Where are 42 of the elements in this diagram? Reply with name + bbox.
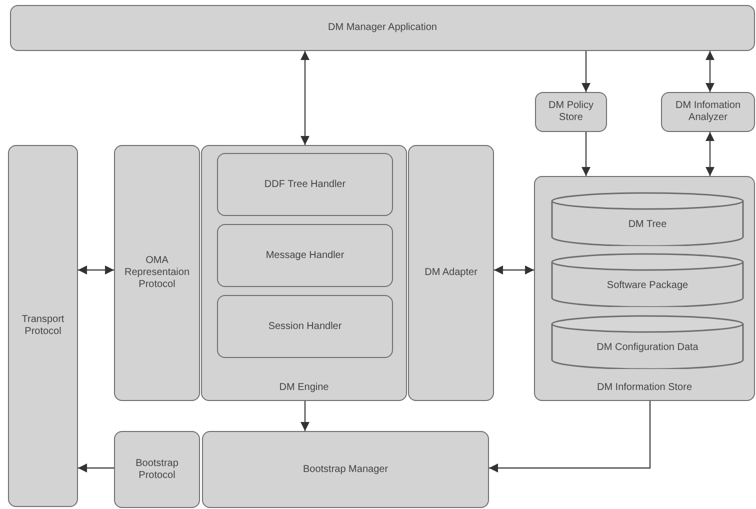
node-label: Session Handler bbox=[267, 320, 343, 332]
database-cylinder bbox=[551, 192, 744, 246]
component-box bbox=[202, 431, 489, 508]
node-label: DM Adapter bbox=[424, 267, 478, 279]
arrow bbox=[300, 401, 310, 431]
node-label: DM Engine bbox=[278, 382, 330, 394]
node-label: DM Information Store bbox=[596, 382, 694, 394]
database-cylinder bbox=[551, 253, 744, 307]
arrow bbox=[78, 464, 114, 472]
node-label: Bootstrap Manager bbox=[302, 464, 390, 476]
node-label: DM Policy Store bbox=[547, 100, 594, 124]
node-label: DM Manager Application bbox=[327, 22, 438, 34]
component-box bbox=[217, 295, 393, 358]
component-box bbox=[534, 176, 755, 401]
node-label: Software Package bbox=[606, 280, 690, 292]
component-box bbox=[408, 145, 494, 401]
node-label: DDF Tree Handler bbox=[263, 178, 347, 190]
arrow bbox=[706, 51, 714, 92]
component-box bbox=[661, 92, 755, 132]
arrow bbox=[78, 266, 114, 274]
component-box bbox=[201, 145, 407, 401]
component-box bbox=[10, 5, 755, 51]
node-label: OMA Representaion Protocol bbox=[123, 255, 191, 291]
arrow bbox=[582, 51, 590, 92]
arrow bbox=[582, 132, 590, 176]
database-cylinder bbox=[551, 315, 744, 369]
component-box bbox=[217, 224, 393, 287]
node-label: Transport Protocol bbox=[20, 314, 66, 338]
component-box bbox=[114, 145, 200, 401]
component-box bbox=[217, 153, 393, 216]
arrow bbox=[494, 266, 534, 274]
node-label: DM Infomation Analyzer bbox=[674, 100, 742, 124]
node-label: DM Tree bbox=[627, 219, 668, 231]
component-box bbox=[114, 431, 200, 508]
arrow bbox=[706, 132, 714, 176]
node-label: DM Configuration Data bbox=[596, 342, 700, 354]
arrow bbox=[489, 401, 651, 472]
arrow bbox=[300, 51, 310, 145]
node-label: Bootstrap Protocol bbox=[134, 458, 180, 482]
component-box bbox=[535, 92, 607, 132]
node-label: Message Handler bbox=[264, 250, 346, 262]
component-box bbox=[8, 145, 78, 507]
